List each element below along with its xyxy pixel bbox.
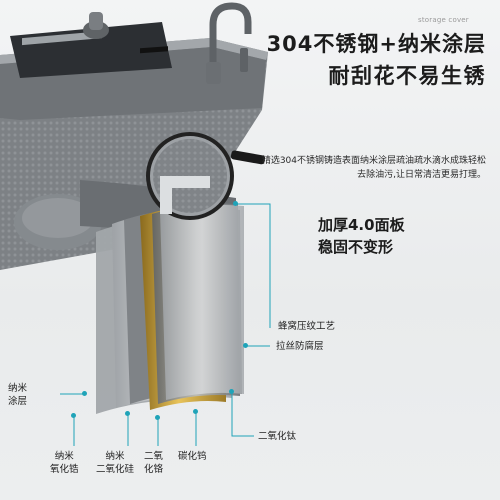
description-line-2: 去除油污,让日常清洁更易打理。 [357, 170, 486, 180]
magnifier-sheet-corner [160, 176, 210, 214]
watermark-text: storage cover [418, 16, 469, 24]
dot-chromium [155, 415, 160, 420]
faucet-knob-top [89, 12, 103, 30]
dot-tungsten [193, 409, 198, 414]
dot-zirconia [71, 413, 76, 418]
dot-nano-coating [82, 391, 87, 396]
dot-titanium [229, 389, 234, 394]
magnifier-handle [230, 150, 266, 165]
feature-line-1: 加厚4.0面板 [318, 216, 405, 234]
faucet-handle [240, 48, 248, 72]
leader-lines [60, 203, 271, 446]
leader-titanium [231, 392, 254, 437]
dot-silicon [125, 411, 130, 416]
panel-slot [140, 46, 168, 54]
label-chromium-oxide: 二氧 化铬 [144, 451, 164, 475]
label-nano-zirconia: 纳米 氧化锆 [50, 451, 79, 475]
dot-brushed [243, 343, 248, 348]
label-titanium-dioxide: 二氧化钛 [258, 431, 297, 442]
headline-line-2: 耐刮花不易生锈 [328, 64, 486, 88]
drain-disc-inner [22, 198, 94, 238]
label-nano-silicon: 纳米 二氧化硅 [96, 451, 135, 475]
label-honeycomb: 蜂窝压纹工艺 [278, 321, 336, 332]
label-brushed: 拉丝防腐层 [276, 341, 324, 352]
faucet-base [206, 62, 221, 84]
description-line-1: 精选304不锈钢铸造表面纳米涂层疏油疏水滴水成珠轻松 [261, 156, 486, 166]
headline-line-1: 304不锈钢+纳米涂层 [266, 32, 486, 56]
label-nano-coating: 纳米 涂层 [8, 383, 28, 407]
faucet-neck [209, 2, 252, 80]
label-tungsten-carbide: 碳化钨 [178, 451, 207, 462]
led-strip [22, 31, 102, 46]
feature-line-2: 稳固不变形 [318, 238, 394, 256]
leader-honeycomb [236, 203, 271, 328]
layer-sheet-front [160, 204, 244, 400]
dot-honeycomb [233, 201, 238, 206]
